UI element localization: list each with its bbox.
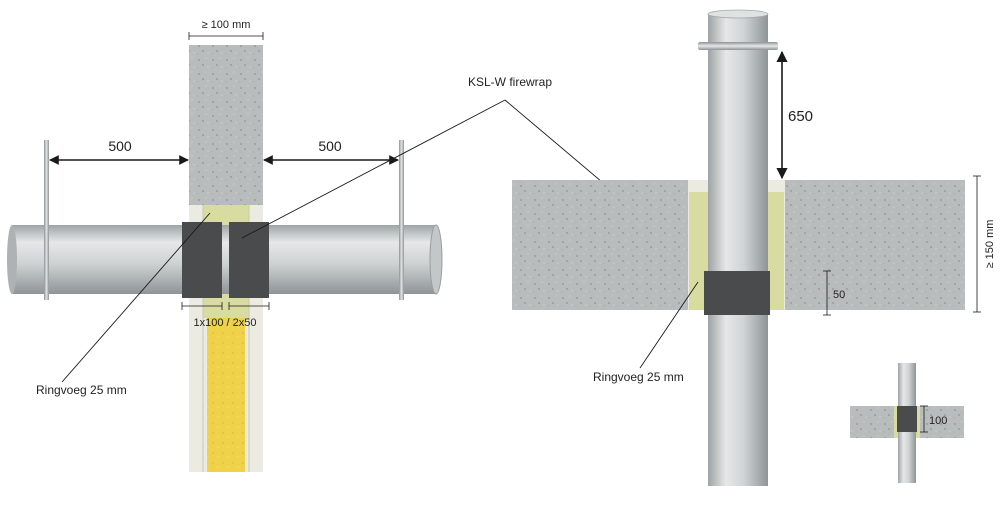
inset-firewrap xyxy=(897,406,917,432)
inset-slab-left xyxy=(850,406,896,438)
right-floor-view: 650 ≥ 150 mm 50 Ringvoeg 25 mm xyxy=(512,9,996,486)
floor-slab-left xyxy=(512,180,688,310)
pipe-clamp xyxy=(698,42,778,50)
wrap-height-label: 50 xyxy=(833,289,845,301)
right-firewrap xyxy=(704,271,770,315)
product-label: KSL-W firewrap xyxy=(468,75,552,89)
annular-gap-left-label: Ringvoeg 25 mm xyxy=(36,383,127,397)
annular-gap-right-label: Ringvoeg 25 mm xyxy=(593,370,684,384)
dim-vertical-650-label: 650 xyxy=(788,108,813,125)
inset-detail: 100 xyxy=(850,363,964,483)
left-wall-concrete xyxy=(189,45,263,205)
layers-label: 1x100 / 2x50 xyxy=(194,317,257,329)
left-wall-view: 500 500 ≥ 100 mm 1x100 / 2x50 Ringvoeg 2… xyxy=(7,19,443,472)
floor-min-thickness-label: ≥ 150 mm xyxy=(984,220,996,269)
left-firewrap-2 xyxy=(229,222,269,298)
left-hanger-rod-1 xyxy=(44,140,49,300)
left-hanger-rod-2 xyxy=(399,140,404,300)
dim-left-500-label: 500 xyxy=(108,138,132,154)
inset-slab-right xyxy=(920,406,964,438)
left-horizontal-pipe xyxy=(12,225,436,294)
left-wall-wool-yellow xyxy=(207,318,245,472)
left-firewrap-1 xyxy=(182,222,222,298)
floor-slab-right xyxy=(785,180,965,310)
floor-wool-right xyxy=(766,192,784,310)
wall-min-thickness-label: ≥ 100 mm xyxy=(202,19,251,31)
inset-wrap-label: 100 xyxy=(929,415,947,427)
right-vertical-pipe xyxy=(708,14,768,486)
dim-right-500-label: 500 xyxy=(318,138,342,154)
